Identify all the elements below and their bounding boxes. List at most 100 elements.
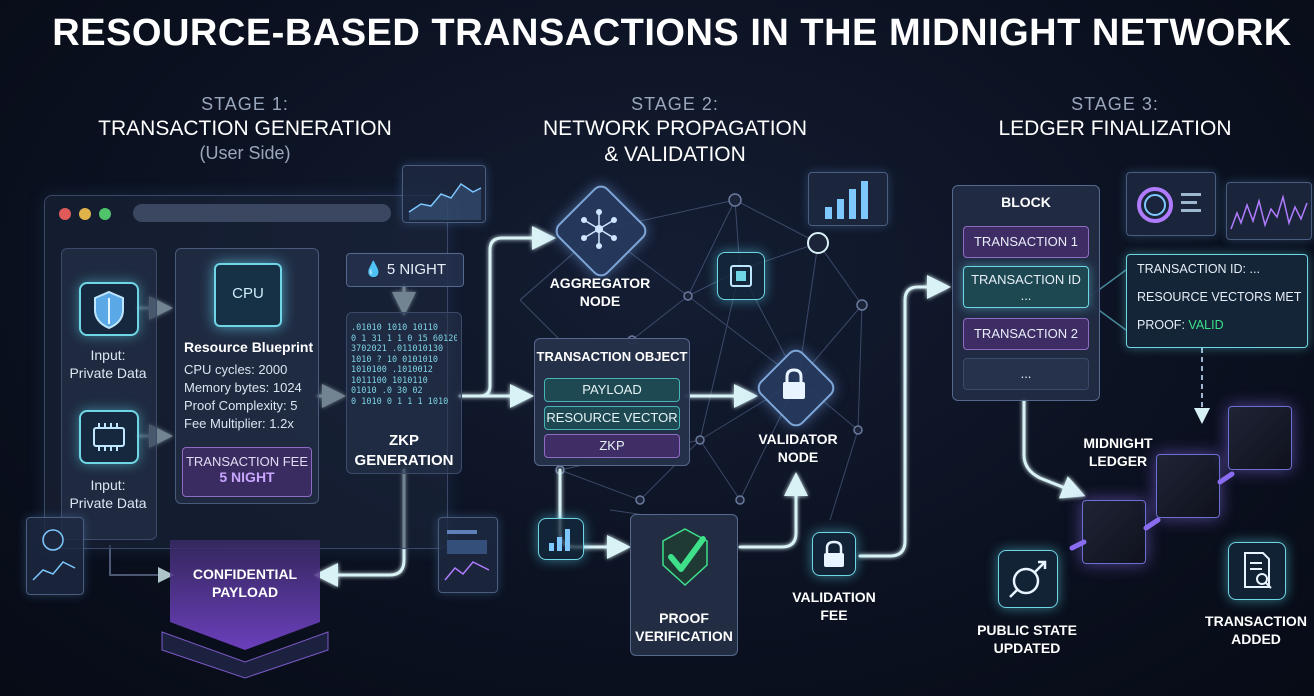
- chain-links: [1069, 471, 1235, 551]
- spec-line: Proof Complexity: 5: [184, 398, 298, 413]
- public-label-line1: PUBLIC STATE: [977, 622, 1077, 638]
- aggregator-label-line2: NODE: [579, 293, 621, 310]
- zkp-bit-row: 0 1 31 1 1 0 15 60120: [351, 333, 457, 344]
- spec-line: CPU cycles: 2000: [184, 362, 288, 377]
- chip-icon: [79, 410, 139, 464]
- fee-value: 5 NIGHT: [219, 469, 275, 485]
- input-label-1: Input: Private Data: [61, 346, 155, 382]
- dashboard-chart-icon: [402, 165, 486, 223]
- stage-number: STAGE 3:: [1071, 94, 1159, 114]
- spec-line: Memory bytes: 1024: [184, 380, 302, 395]
- input-label-2: Input: Private Data: [61, 476, 155, 512]
- resource-vector-field: RESOURCE VECTOR: [544, 406, 680, 430]
- detail-line: RESOURCE VECTORS MET: [1137, 290, 1302, 304]
- blueprint-title: Resource Blueprint: [184, 339, 314, 355]
- stage-name: TRANSACTION GENERATION: [98, 116, 392, 140]
- payload-field: PAYLOAD: [544, 378, 680, 402]
- zkp-bit-row: 3702021 .011010130: [351, 344, 444, 354]
- validator-node-label: VALIDATOR NODE: [738, 430, 858, 466]
- payload-label-line2: PAYLOAD: [211, 584, 279, 601]
- ledger-label-line2: LEDGER: [1088, 453, 1148, 470]
- transaction-row: TRANSACTION 1: [963, 226, 1089, 258]
- gender-symbol-icon: [998, 550, 1058, 608]
- stage-name-line2: & VALIDATION: [604, 142, 746, 166]
- signal-bars-icon: [538, 518, 584, 560]
- transaction-row: TRANSACTION 2: [963, 318, 1089, 350]
- proof-verification-card: PROOF VERIFICATION: [630, 514, 738, 656]
- transaction-row: ...: [963, 358, 1089, 390]
- cpu-chip-label: CPU: [232, 285, 264, 302]
- maximize-dot: [99, 208, 111, 220]
- night-token-icon: 💧: [363, 261, 383, 278]
- stage-1-header: STAGE 1: TRANSACTION GENERATION (User Si…: [90, 93, 400, 164]
- zkp-label-line2: GENERATION: [354, 451, 454, 469]
- hub-icon: [581, 209, 617, 249]
- block-card: BLOCK TRANSACTION 1 TRANSACTION ID ... T…: [952, 185, 1100, 401]
- fee-lock-icon: [812, 532, 856, 576]
- spike-chart-icon: [1226, 182, 1312, 240]
- page-title: RESOURCE-BASED TRANSACTIONS IN THE MIDNI…: [52, 12, 1292, 54]
- proof-key: PROOF:: [1137, 318, 1185, 332]
- blueprint-specs: CPU cycles: 2000 Memory bytes: 1024 Proo…: [184, 361, 318, 433]
- ledger-block-cube: [1228, 406, 1292, 470]
- confidential-payload-shape: [161, 540, 329, 679]
- transaction-added-label: TRANSACTION ADDED: [1196, 612, 1314, 648]
- shield-icon: [79, 282, 139, 336]
- bar-chart-icon: [808, 172, 888, 226]
- spec-line: Fee Multiplier: 1.2x: [184, 416, 294, 431]
- aggregator-label-line1: AGGREGATOR: [549, 275, 651, 291]
- input-label-line1: Input:: [90, 477, 126, 493]
- zkp-label: ZKP GENERATION: [347, 431, 461, 470]
- address-bar: [133, 204, 391, 222]
- zkp-field: ZKP: [544, 434, 680, 458]
- public-state-label: PUBLIC STATE UPDATED: [964, 621, 1090, 657]
- donut-dashboard-icon: [1126, 172, 1216, 236]
- zkp-bit-row: 01010 .0 30 02: [351, 386, 423, 396]
- ledger-label-line1: MIDNIGHT: [1083, 435, 1153, 451]
- transaction-object-card: TRANSACTION OBJECT PAYLOAD RESOURCE VECT…: [534, 338, 690, 466]
- validator-label-line1: VALIDATOR: [758, 431, 838, 447]
- block-title: BLOCK: [1001, 194, 1051, 210]
- fee-label: TRANSACTION FEE: [185, 454, 309, 469]
- zkp-bit-row: 0 1010 0 1 1 1 1010: [351, 396, 449, 407]
- aggregator-node-label: AGGREGATOR NODE: [540, 274, 660, 310]
- stage-2-header: STAGE 2: NETWORK PROPAGATION & VALIDATIO…: [520, 93, 830, 168]
- detail-proof-line: PROOF: VALID: [1137, 311, 1307, 339]
- close-dot: [59, 208, 71, 220]
- zkp-bit-row: 1010100 .1010012: [351, 365, 433, 375]
- proof-value: VALID: [1188, 318, 1224, 332]
- validator-label-line2: NODE: [777, 449, 819, 466]
- night-fee-badge: 💧 5 NIGHT: [346, 253, 464, 287]
- zkp-bit-stream: .01010 1010 10110 0 1 31 1 1 0 15 60120 …: [351, 323, 457, 407]
- security-dashboard-icon: [26, 517, 84, 595]
- fee-label-line2: FEE: [820, 607, 848, 624]
- stage-number: STAGE 2:: [631, 94, 719, 114]
- input-label-line1: Input:: [90, 347, 126, 363]
- payload-label-line1: CONFIDENTIAL: [192, 566, 298, 582]
- proof-verification-label: PROOF VERIFICATION: [631, 609, 737, 645]
- public-label-line2: UPDATED: [993, 640, 1061, 657]
- user-browser-window: Input: Private Data Input: Private Data …: [44, 195, 448, 549]
- lock-icon: [783, 368, 805, 399]
- night-badge-label: 5 NIGHT: [386, 261, 447, 278]
- stage-3-header: STAGE 3: LEDGER FINALIZATION: [960, 93, 1270, 142]
- zkp-generation-card: .01010 1010 10110 0 1 31 1 1 0 15 60120 …: [346, 312, 462, 474]
- ledger-block-cube: [1082, 500, 1146, 564]
- input-label-line2: Private Data: [69, 495, 147, 512]
- validation-fee-label: VALIDATION FEE: [774, 588, 894, 624]
- stage-number: STAGE 1:: [201, 94, 289, 114]
- zkp-label-line1: ZKP: [389, 432, 419, 449]
- processor-node-icon: [717, 252, 765, 300]
- stage-subtitle: (User Side): [199, 142, 291, 163]
- transaction-fee-box: TRANSACTION FEE 5 NIGHT: [182, 447, 312, 497]
- highlighted-transaction-row: TRANSACTION ID ...: [963, 266, 1089, 308]
- highlighted-row-ellipsis: ...: [1020, 288, 1032, 303]
- stage-name: NETWORK PROPAGATION: [542, 116, 808, 140]
- cpu-chip-icon: CPU: [214, 263, 282, 327]
- input-label-line2: Private Data: [69, 365, 147, 382]
- zkp-bit-row: 1011100 1010110: [351, 375, 428, 386]
- minimize-dot: [79, 208, 91, 220]
- stage-name: LEDGER FINALIZATION: [998, 116, 1232, 140]
- added-label-line1: TRANSACTION: [1205, 613, 1307, 629]
- detail-line: TRANSACTION ID: ...: [1137, 262, 1260, 276]
